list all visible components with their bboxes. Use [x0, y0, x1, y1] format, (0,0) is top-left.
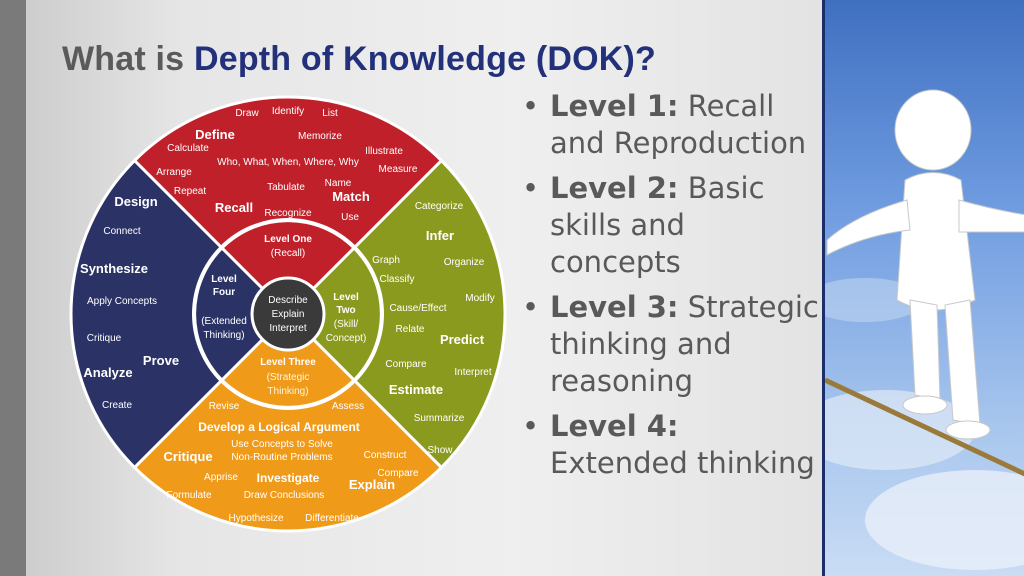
verb-green: Classify — [379, 274, 414, 285]
verb-red: Who, What, When, Where, Why — [217, 157, 359, 168]
level-three-sub: (Strategic — [267, 372, 310, 383]
verb-red: List — [322, 108, 338, 119]
quadrant-level1-outer — [134, 97, 442, 314]
verb-orange: Apprise — [204, 472, 238, 483]
verb-orange: Revise — [209, 401, 240, 412]
verb-red: Repeat — [174, 186, 206, 197]
verb-navy: Create — [102, 400, 132, 411]
verb-red: Arrange — [156, 167, 192, 178]
level-four-sub: Thinking) — [203, 330, 244, 341]
verb-green-bold: Infer — [426, 228, 454, 243]
quadrant-level4-outer — [71, 160, 288, 468]
verb-navy-bold: Design — [114, 194, 157, 209]
verb-orange-bold: Develop a Logical Argument — [198, 420, 360, 434]
verb-navy: Connect — [103, 226, 140, 237]
level-four-label: Level — [211, 274, 237, 285]
verb-orange-bold: Critique — [163, 449, 212, 464]
level-description: Recall and Reproduction — [550, 89, 807, 160]
verb-green: Show — [427, 445, 453, 456]
verb-red: Calculate — [167, 143, 209, 154]
verb-green: Modify — [465, 293, 494, 304]
verb-red: Illustrate — [365, 146, 403, 157]
level-three-label: Level Three — [260, 357, 316, 368]
slide-title: What is Depth of Knowledge (DOK)? — [62, 40, 656, 79]
center-circle — [250, 276, 326, 352]
center-word: Describe — [268, 295, 308, 306]
level-four-sub: (Extended — [201, 316, 247, 327]
verb-navy-bold: Prove — [143, 353, 179, 368]
quadrant-level1-inner — [223, 222, 353, 314]
verb-red: Recognize — [264, 208, 312, 219]
verb-orange: Formulate — [166, 490, 211, 501]
verb-red: Identify — [272, 106, 304, 117]
level-one-sub: (Recall) — [271, 248, 305, 259]
verb-green: Compare — [385, 359, 427, 370]
verb-orange: Non-Routine Problems — [231, 452, 332, 463]
verb-red: Draw — [235, 108, 259, 119]
verb-green: Cause/Effect — [389, 303, 446, 314]
verb-red-bold: Recall — [215, 200, 253, 215]
list-item: •Level 3: Strategic thinking and reasoni… — [522, 290, 819, 398]
verb-green-bold: Predict — [440, 332, 485, 347]
level-name: Level 1: — [550, 89, 679, 123]
level-three-sub: Thinking) — [267, 386, 308, 397]
title-prefix: What is — [62, 40, 194, 78]
level-two-sub: Concept) — [326, 333, 367, 344]
verb-orange: Assess — [332, 401, 364, 412]
verb-navy: Critique — [87, 333, 122, 344]
verb-green: Organize — [444, 257, 485, 268]
center-word: Explain — [272, 309, 305, 320]
verb-navy: Apply Concepts — [87, 296, 157, 307]
level-four-label: Four — [213, 287, 235, 298]
quadrant-level2-outer — [288, 160, 505, 468]
list-item: •Level 2: Basic skills and concepts — [522, 171, 765, 279]
verb-orange: Use Concepts to Solve — [231, 439, 333, 450]
quadrant-level2-inner — [288, 249, 380, 379]
verb-navy-bold: Analyze — [83, 365, 132, 380]
left-accent-bar — [0, 0, 26, 576]
verb-green-bold: Estimate — [389, 382, 443, 397]
verb-green: Interpret — [454, 367, 491, 378]
verb-orange-bold: Explain — [349, 477, 395, 492]
tightrope-figure-illustration — [825, 89, 1024, 570]
verb-green: Categorize — [415, 201, 464, 212]
verb-red: Use — [341, 212, 359, 223]
verb-red: Tabulate — [267, 182, 305, 193]
dok-wheel-diagram: Describe Explain Interpret Level One (Re… — [69, 95, 507, 533]
level-two-label: Level — [333, 292, 359, 303]
level-description: Basic skills and concepts — [550, 171, 765, 279]
level-name: Level 3: — [550, 290, 679, 324]
verb-orange-bold: Investigate — [257, 471, 320, 485]
verb-orange: Construct — [364, 450, 407, 461]
verb-green: Relate — [396, 324, 425, 335]
verb-red: Memorize — [298, 131, 342, 142]
quadrant-level4-inner — [196, 249, 288, 379]
quadrant-level3-inner — [223, 314, 353, 406]
level-name: Level 2: — [550, 171, 679, 205]
verb-red: Measure — [379, 164, 418, 175]
level-description: Extended thinking — [550, 446, 815, 480]
verb-red-bold: Match — [332, 189, 370, 204]
title-emphasis: Depth of Knowledge (DOK)? — [193, 40, 657, 78]
tightrope-figure-image — [822, 0, 1024, 576]
verb-orange: Compare — [377, 468, 419, 479]
list-item: •Level 4: Extended thinking — [522, 409, 815, 480]
verb-orange: Differentiate — [305, 513, 359, 524]
quadrant-level3-outer — [134, 314, 442, 531]
level-two-label: Two — [336, 305, 355, 316]
verb-orange: Draw Conclusions — [244, 490, 325, 501]
level-description: Strategic thinking and reasoning — [550, 290, 819, 398]
verb-green: Graph — [372, 255, 400, 266]
verb-orange: Hypothesize — [228, 513, 283, 524]
level-one-label: Level One — [264, 234, 312, 245]
verb-red-bold: Define — [195, 127, 235, 142]
verb-red: Name — [325, 178, 352, 189]
level-two-sub: (Skill/ — [334, 319, 359, 330]
center-word: Interpret — [269, 323, 306, 334]
level-name: Level 4: — [550, 409, 679, 443]
verb-navy-bold: Synthesize — [80, 261, 148, 276]
dok-levels-list: •Level 1: Recall and Reproduction •Level… — [522, 88, 822, 490]
verb-green: Summarize — [414, 413, 465, 424]
list-item: •Level 1: Recall and Reproduction — [522, 89, 807, 160]
